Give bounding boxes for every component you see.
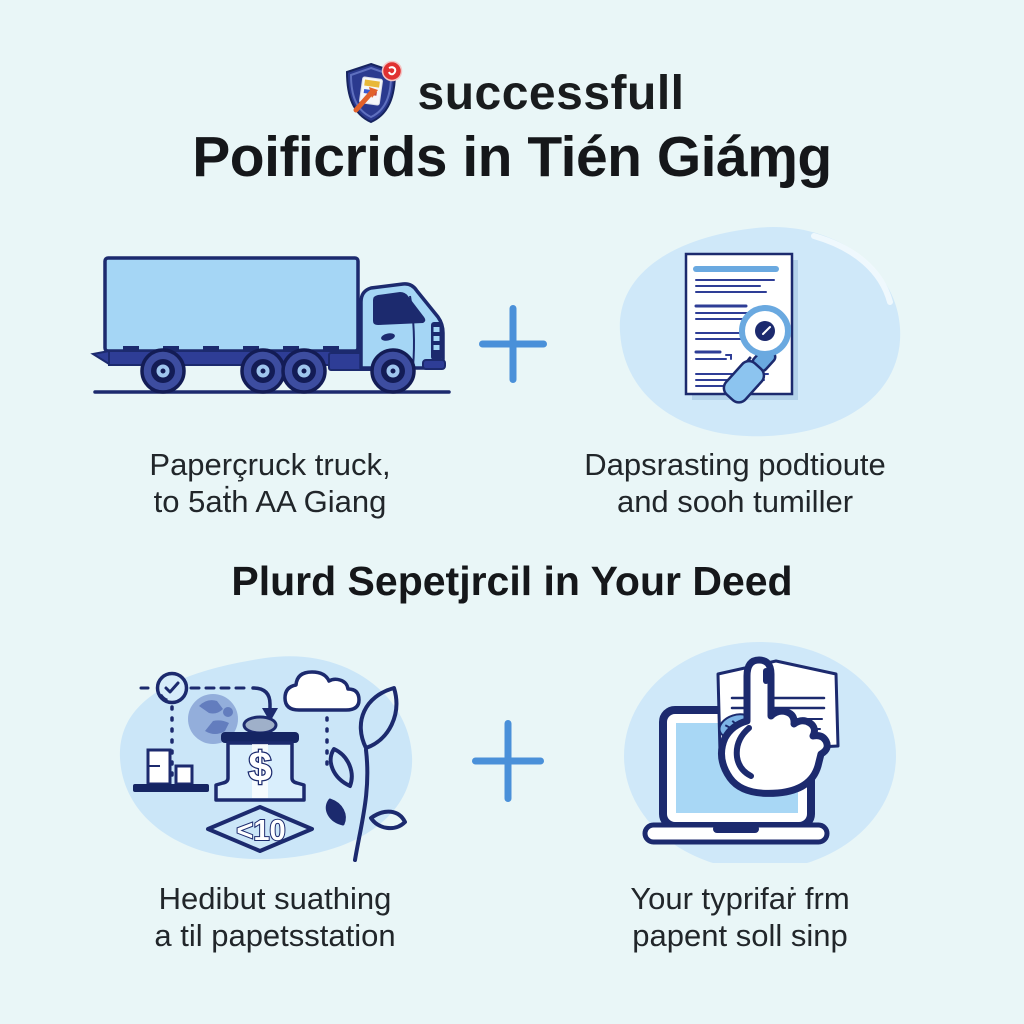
pointing-hand-icon [717,656,831,797]
caption-document-line2: and sooh tumiller [616,484,854,519]
dashed-flow-lines [139,686,329,778]
truck-cab [359,282,446,370]
caption-truck-line1: Paperçruck truck, [149,447,391,482]
caption-document-line1: Dapsrasting podtioute [584,447,886,482]
bar-chart-icon [133,748,209,792]
magnifier-stamp-icon [722,305,791,404]
plus-horizontal-bar [479,340,547,348]
arrow-down-icon [262,708,278,722]
caption-document: Dapsrasting podtioute and sooh tumiller [545,446,925,520]
caption-laptop: Your typrifaṙ frm papent soll sinp [555,880,925,954]
shield-document-alert-icon [345,60,402,124]
section-heading: Plurd Sepetjrcil in Your Deed [231,558,793,604]
brand-row: successfull [0,58,1024,128]
caption-truck: Paperçruck truck, to 5aṫh AA Giang [85,446,455,520]
document-inspection-illustration [619,227,901,437]
truck-wheels [140,348,416,394]
caption-laptop-line2: papent soll sinp [632,918,848,953]
plus-icon [472,720,544,802]
money-jar-icon: $ [214,715,306,802]
truck-trailer [90,256,384,371]
cloud-icon [283,670,361,712]
caption-savings: Hedibut suathing a til papetsstation [90,880,460,954]
plant-icon [325,686,407,862]
caption-laptop-line1: Your typrifaṙ frm [630,881,850,916]
cargo-truck-illustration [90,256,451,394]
globe-icon [188,694,238,744]
caption-truck-line2: to 5aṫh AA Giang [153,484,387,519]
caption-savings-line1: Hedibut suathing [158,881,392,916]
dollar-sign: $ [248,743,271,790]
clock-check-icon [155,671,189,705]
laptop-tap-illustration [624,642,896,863]
page-title: Poificrids in Tién Giáɱg [192,125,832,189]
plus-icon [479,305,547,383]
plus-horizontal-bar [472,757,544,765]
price-diamond-badge: <10 [206,805,314,853]
savings-growth-illustration: $ <10 [119,656,413,862]
badge-value: <10 [236,815,285,847]
caption-savings-line2: a til papetsstation [154,918,396,953]
brand-name: successfull [417,66,685,120]
